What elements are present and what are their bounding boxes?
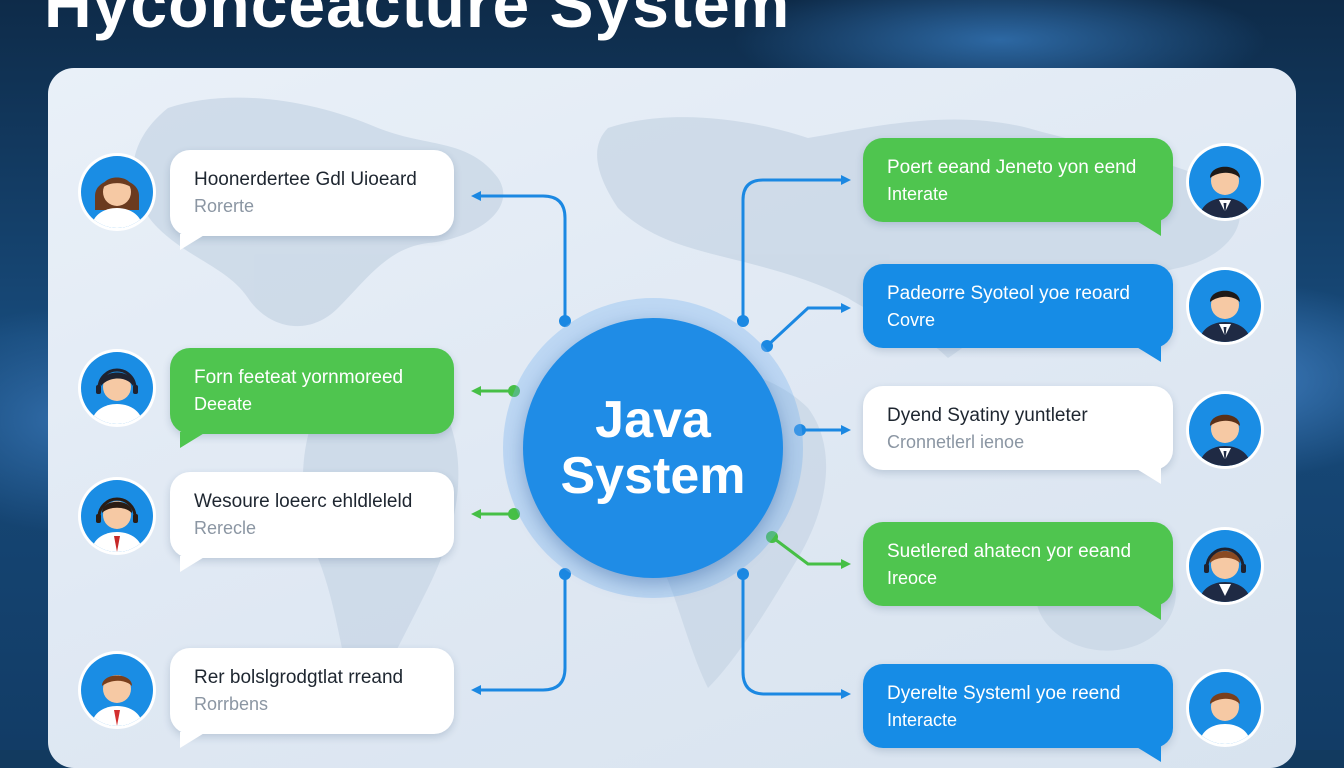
message-subtitle: Covre xyxy=(887,310,936,330)
message-title: Suetlered ahatecn yor eeand xyxy=(887,541,1132,562)
message-bubble-right-3: Dyend Syatiny yuntleter Cronnetlerl ieno… xyxy=(863,386,1173,484)
message-title: Dyerelte Systeml yoe reend xyxy=(887,683,1121,704)
message-subtitle: Interate xyxy=(887,184,949,204)
avatar-man xyxy=(81,654,153,726)
message-bubble-left-3: Wesoure loeerc ehldleleld Rerecle xyxy=(170,472,454,572)
message-title: Wesoure loeerc ehldleleld xyxy=(194,491,413,512)
page-title: Hyconceacture System xyxy=(44,0,791,41)
message-title: Dyend Syatiny yuntleter xyxy=(887,405,1088,426)
bubble-tail xyxy=(180,556,206,572)
message-subtitle: Rorrbens xyxy=(194,694,269,714)
message-bubble-right-5: Dyerelte Systeml yoe reend Interacte xyxy=(863,664,1173,762)
bubble-tail xyxy=(1135,468,1161,484)
message-bubble-right-1: Poert eeand Jeneto yon eend Interate xyxy=(863,138,1173,236)
avatar-man xyxy=(1189,146,1261,218)
message-subtitle: Deeate xyxy=(194,394,253,414)
headset-agent-icon xyxy=(1189,530,1261,602)
avatar-man xyxy=(1189,394,1261,466)
message-bubble-left-1: Hoonerdertee Gdl Uioeard Rorerte xyxy=(170,150,454,250)
hub-label-line1: Java xyxy=(595,391,711,449)
bubble-tail xyxy=(180,732,206,748)
bubble-tail xyxy=(1135,220,1161,236)
headset-agent-icon xyxy=(81,480,153,552)
message-subtitle: Interacte xyxy=(887,710,958,730)
java-system-hub: Java System xyxy=(523,318,783,578)
avatar-man xyxy=(1189,672,1261,744)
bubble-tail xyxy=(1135,604,1161,620)
message-subtitle: Cronnetlerl ienoe xyxy=(887,432,1025,452)
headset-agent-icon xyxy=(81,352,153,424)
message-title: Poert eeand Jeneto yon eend xyxy=(887,157,1137,178)
message-subtitle: Rorerte xyxy=(194,196,255,216)
message-subtitle: Rerecle xyxy=(194,518,257,538)
message-subtitle: Ireoce xyxy=(887,568,938,588)
message-title: Forn feeteat yornmoreed xyxy=(194,367,404,388)
bubble-tail xyxy=(1135,746,1161,762)
hub-label-line2: System xyxy=(560,447,746,505)
message-bubble-right-4: Suetlered ahatecn yor eeand Ireoce xyxy=(863,522,1173,620)
message-bubble-right-2: Padeorre Syoteol yoe reoard Covre xyxy=(863,264,1173,362)
message-title: Rer bolslgrodgtlat rreand xyxy=(194,667,404,688)
message-bubble-left-2: Forn feeteat yornmoreed Deeate xyxy=(170,348,454,448)
bubble-tail xyxy=(180,432,206,448)
diagram-panel: Java System xyxy=(48,68,1296,768)
message-title: Hoonerdertee Gdl Uioeard xyxy=(194,169,417,190)
connector-lines xyxy=(471,175,851,699)
bubble-tail xyxy=(1135,346,1161,362)
message-title: Padeorre Syoteol yoe reoard xyxy=(887,283,1130,304)
bubble-tail xyxy=(180,234,206,250)
message-bubble-left-4: Rer bolslgrodgtlat rreand Rorrbens xyxy=(170,648,454,748)
avatar-woman xyxy=(81,156,153,228)
avatar-man xyxy=(1189,270,1261,342)
